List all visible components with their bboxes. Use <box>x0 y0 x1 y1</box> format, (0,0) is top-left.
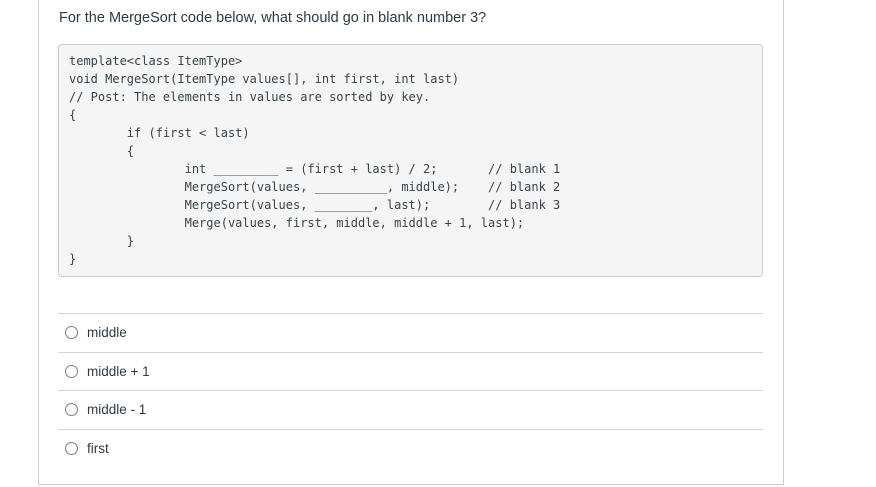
answer-option[interactable]: first <box>58 428 763 468</box>
radio-button-icon[interactable] <box>65 326 78 340</box>
code-line: template<class ItemType> <box>69 54 243 68</box>
answer-option-label: middle <box>87 325 127 341</box>
answer-option-label: first <box>87 440 109 456</box>
code-line: } <box>69 234 135 248</box>
radio-button-icon[interactable] <box>65 441 78 455</box>
code-block: template<class ItemType> void MergeSort(… <box>58 44 763 277</box>
code-line: if (first < last) <box>69 126 250 140</box>
answer-option-label: middle + 1 <box>87 363 150 379</box>
question-text: For the MergeSort code below, what shoul… <box>59 10 487 26</box>
question-card: For the MergeSort code below, what shoul… <box>38 0 784 485</box>
radio-button-icon[interactable] <box>65 403 78 417</box>
radio-button-icon[interactable] <box>65 364 78 378</box>
code-line: } <box>69 252 77 266</box>
code-line: { <box>69 144 135 158</box>
code-line: { <box>69 108 77 122</box>
answer-options: middle middle + 1 middle - 1 first <box>58 313 763 467</box>
answer-option[interactable]: middle - 1 <box>58 390 763 429</box>
code-line: MergeSort(values, __________, middle); /… <box>69 180 561 194</box>
code-line: void MergeSort(ItemType values[], int fi… <box>69 72 460 86</box>
answer-option-label: middle - 1 <box>87 402 147 418</box>
code-line: Merge(values, first, middle, middle + 1,… <box>69 216 525 230</box>
answer-option[interactable]: middle <box>58 313 763 352</box>
answer-option[interactable]: middle + 1 <box>58 351 763 391</box>
code-line: // Post: The elements in values are sort… <box>69 90 431 104</box>
code-line: MergeSort(values, ________, last); // bl… <box>69 198 561 212</box>
code-line: int _________ = (first + last) / 2; // b… <box>69 162 561 176</box>
